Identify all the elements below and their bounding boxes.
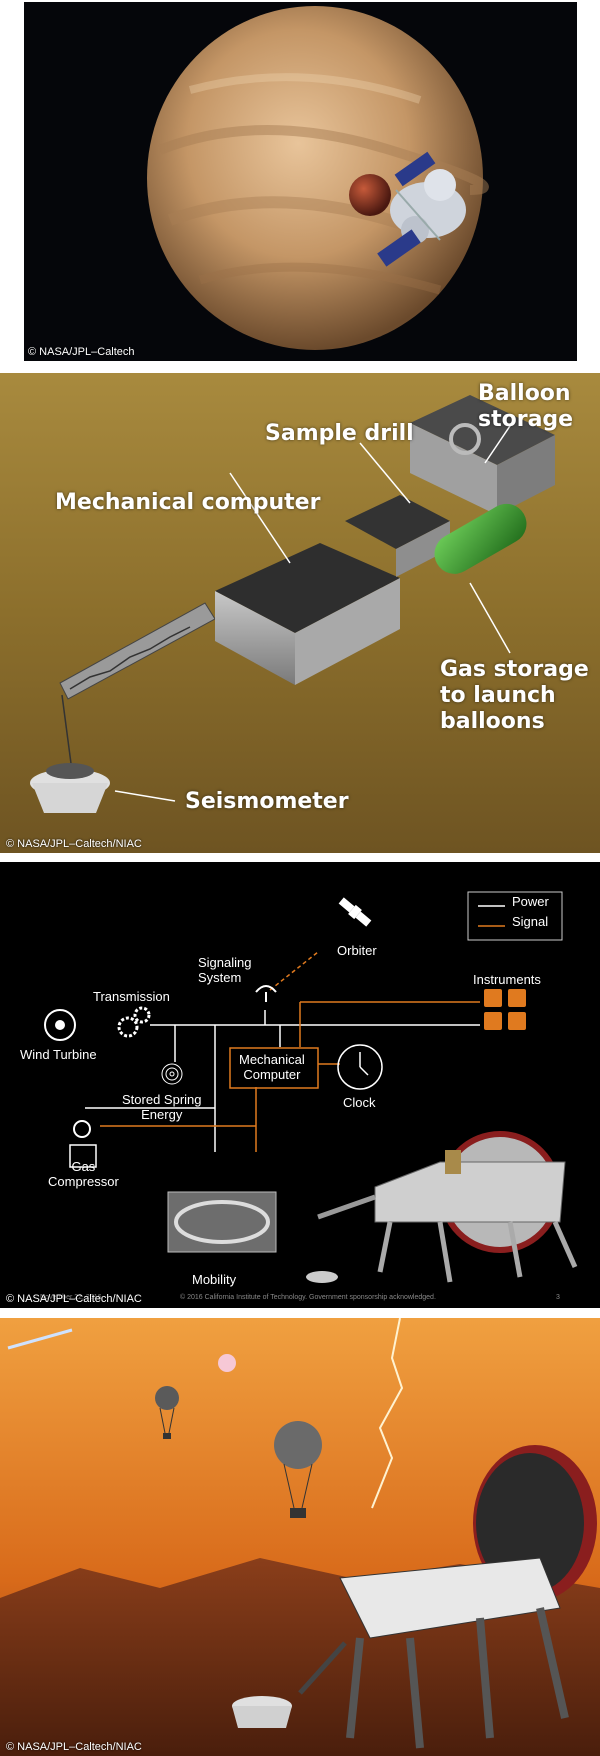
label-mobility: Mobility xyxy=(192,1272,237,1287)
label-wind-turbine: Wind Turbine xyxy=(20,1047,97,1062)
legend-signal-label: Signal xyxy=(512,914,549,929)
system-diagram xyxy=(44,891,578,1283)
venus-image xyxy=(24,2,577,361)
venus-surface-scene xyxy=(0,1318,600,1756)
image-credit: © NASA/JPL–Caltech/NIAC xyxy=(6,838,142,850)
label-balloon-storage: Balloon storage xyxy=(478,381,574,432)
venus-surface-panel: © NASA/JPL–Caltech/NIAC xyxy=(0,1318,600,1756)
label-clock: Clock xyxy=(343,1095,376,1110)
image-credit: © NASA/JPL–Caltech/NIAC xyxy=(6,1293,142,1305)
label-mechanical-computer: Mechanical computer xyxy=(55,490,321,515)
rover-illustration xyxy=(0,373,600,853)
diagram-page-number: 3 xyxy=(556,1294,560,1301)
diagram-footer: © 2016 California Institute of Technolog… xyxy=(180,1294,436,1301)
label-instruments: Instruments xyxy=(473,972,541,987)
legend-power-label: Power xyxy=(512,894,549,909)
label-gas-storage: Gas storage to launch balloons xyxy=(440,657,589,734)
venus-panel: © NASA/JPL–Caltech xyxy=(0,0,600,363)
image-credit: © NASA/JPL–Caltech/NIAC xyxy=(6,1741,142,1753)
label-orbiter: Orbiter xyxy=(337,943,377,958)
label-transmission: Transmission xyxy=(93,989,170,1004)
image-credit: © NASA/JPL–Caltech xyxy=(28,346,135,358)
label-seismometer: Seismometer xyxy=(185,789,349,814)
diagram-date: November 22, 2016 xyxy=(40,1294,102,1301)
rover-concept-panel: Balloon storage Sample drill Mechanical … xyxy=(0,373,600,853)
label-sample-drill: Sample drill xyxy=(265,421,414,446)
